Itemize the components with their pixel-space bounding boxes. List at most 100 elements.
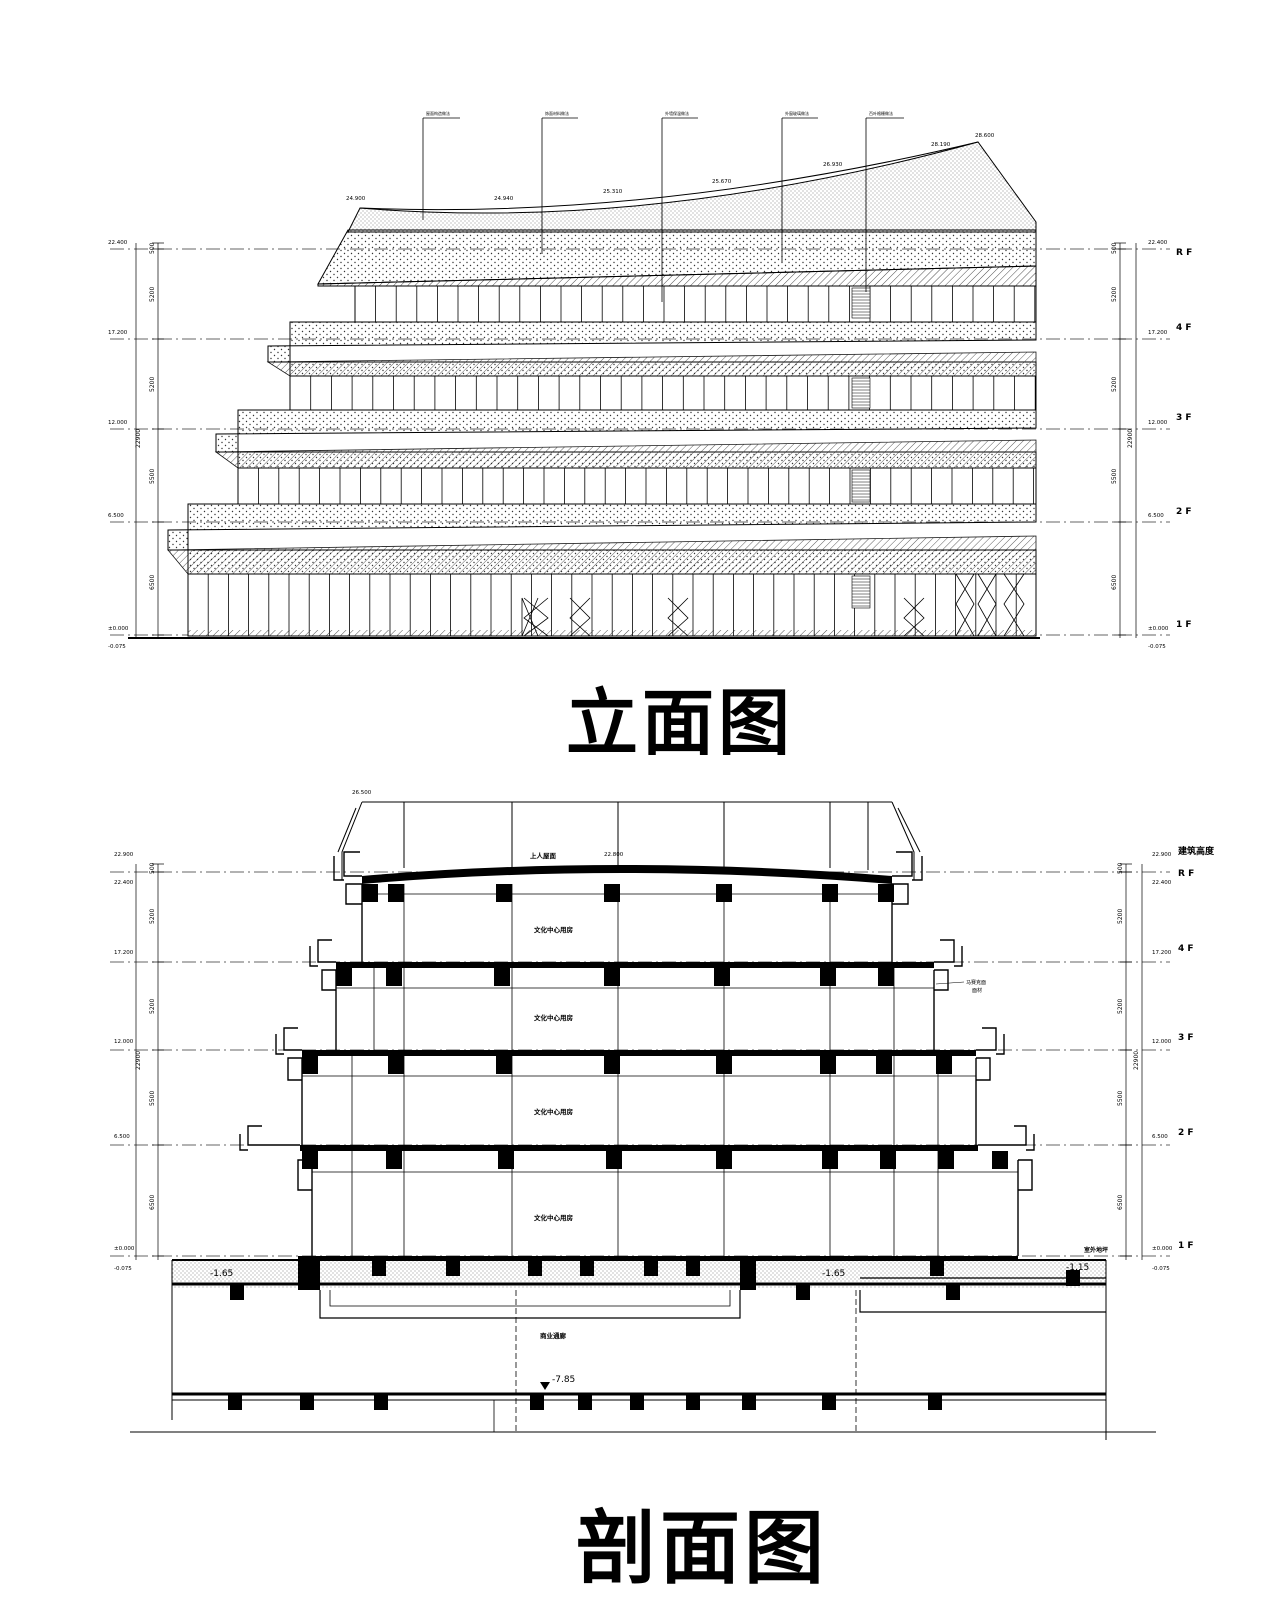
sec-rdim-5500: 5500 <box>1117 1091 1124 1106</box>
elevation-view: 屋面构造做法 饰面材料做法 外墙保温做法 外窗玻璃做法 百叶格栅做法 24.90… <box>108 110 1192 650</box>
roof-point-3: 25.310 <box>603 189 623 195</box>
sec-floor-1f: 1 F <box>1178 1241 1194 1251</box>
basement-column <box>928 1394 942 1410</box>
beam <box>362 884 378 902</box>
sec-floor-3f: 3 F <box>1178 1033 1194 1043</box>
beam <box>498 1151 514 1169</box>
section-walls <box>301 884 1019 1256</box>
sec-right-3f: 12.000 <box>1152 1039 1172 1045</box>
basement-column <box>822 1394 836 1410</box>
beam <box>494 968 510 986</box>
section-title: 剖面图 <box>576 1502 828 1595</box>
el-right-level-4f: 17.200 <box>1148 330 1168 336</box>
beam <box>388 884 404 902</box>
bsmt-level-2: -1.65 <box>822 1269 845 1279</box>
section-left-level-texts: 22.900 22.400 17.200 12.000 6.500 ±0.000… <box>114 852 135 1272</box>
section-right-dim-texts: 500 5200 5200 5500 6500 22900 <box>1117 862 1140 1210</box>
beam <box>938 1151 954 1169</box>
callout-5: 百叶格栅做法 <box>869 110 893 116</box>
basement-column <box>446 1260 460 1276</box>
detail-line-1: 马赛克面 <box>966 979 986 986</box>
bsmt-level-4: -7.85 <box>552 1375 575 1385</box>
detail-line-2: 面材 <box>972 987 982 994</box>
elevation-2f-glazing <box>237 467 1037 505</box>
sec-floor-2f: 2 F <box>1178 1128 1194 1138</box>
el-right-level-3f: 12.000 <box>1148 420 1168 426</box>
el-left-ground: -0.075 <box>108 644 126 650</box>
el-left-level-rf: 22.400 <box>108 240 128 246</box>
elevation-roof-points: 24.900 24.940 25.310 25.670 26.930 28.19… <box>346 133 995 202</box>
sec-dim-6500: 6500 <box>149 1195 156 1210</box>
sec-rdim-5200a: 5200 <box>1117 909 1124 924</box>
sec-left-3f: 12.000 <box>114 1039 134 1045</box>
basement-column <box>230 1284 244 1300</box>
section-detail-note: 马赛克面 面材 <box>966 979 986 994</box>
elevation-title: 立面图 <box>566 681 795 765</box>
section-roof-slab <box>362 865 892 884</box>
el-floor-4f: 4 F <box>1176 323 1192 333</box>
elevation-3f-glazing <box>289 375 1037 411</box>
section-column-lines <box>351 884 939 1256</box>
beam <box>496 884 512 902</box>
el-floor-2f: 2 F <box>1176 507 1192 517</box>
beam <box>820 968 836 986</box>
sec-right-ground: -0.075 <box>1152 1266 1170 1272</box>
sec-dim-5200a: 5200 <box>149 909 156 924</box>
section-beam-lines <box>302 893 1018 1173</box>
sec-left-aux: 22.400 <box>114 880 134 886</box>
beam <box>604 1056 620 1074</box>
section-left-dims <box>135 863 164 1260</box>
roof-point-1: 24.900 <box>346 196 366 202</box>
beam <box>496 1056 512 1074</box>
el-left-level-3f: 12.000 <box>108 420 128 426</box>
section-corridor: 商业通廊 <box>540 1331 567 1340</box>
elevation-floor-labels: R F 4 F 3 F 2 F 1 F <box>1176 248 1192 630</box>
sec-dim-5200b: 5200 <box>149 999 156 1014</box>
el-rdim-5200a: 5200 <box>1111 287 1118 302</box>
basement-column <box>530 1394 544 1410</box>
el-left-level-1f: ±0.000 <box>108 626 129 632</box>
elevation-callout-leaders <box>422 117 904 302</box>
section-outdoor: 室外地坪 <box>1084 1246 1108 1254</box>
el-floor-rf: R F <box>1176 248 1192 258</box>
basement-column <box>630 1394 644 1410</box>
sec-left-rf: 22.900 <box>114 852 134 858</box>
beam <box>992 1151 1008 1169</box>
elevation-left-dims <box>135 242 164 638</box>
sec-right-aux: 22.400 <box>1152 880 1172 886</box>
elevation-left-level-texts: 22.400 17.200 12.000 6.500 ±0.000 -0.075 <box>108 240 129 650</box>
section-room-2f: 文化中心用房 <box>533 1107 574 1116</box>
bsmt-level-3: -1.15 <box>1066 1263 1089 1273</box>
elevation-right-dim-texts: 500 5200 5200 5500 6500 22900 <box>1111 242 1134 590</box>
basement-column <box>580 1260 594 1276</box>
section-room-4f: 文化中心用房 <box>533 925 574 934</box>
elevation-callout-texts: 屋面构造做法 饰面材料做法 外墙保温做法 外窗玻璃做法 百叶格栅做法 <box>426 110 893 116</box>
beam <box>604 968 620 986</box>
roof-point-4: 25.670 <box>712 179 732 185</box>
beam <box>880 1151 896 1169</box>
roof-point-7: 28.600 <box>975 133 995 139</box>
elevation-right-dims <box>1114 242 1137 638</box>
sec-left-4f: 17.200 <box>114 950 134 956</box>
sec-right-1f: ±0.000 <box>1152 1246 1173 1252</box>
sec-left-1f: ±0.000 <box>114 1246 135 1252</box>
beam <box>386 1151 402 1169</box>
sec-right-2f: 6.500 <box>1152 1134 1168 1140</box>
basement-column <box>372 1260 386 1276</box>
beam <box>714 968 730 986</box>
sec-rdim-500: 500 <box>1117 862 1124 874</box>
basement-column <box>930 1260 944 1276</box>
beam <box>336 968 352 986</box>
roof-point-2: 24.940 <box>494 196 514 202</box>
section-basement-levels: -1.65 -1.65 -1.15 -7.85 <box>210 1263 1089 1385</box>
basement-column <box>742 1394 756 1410</box>
callout-4: 外窗玻璃做法 <box>785 110 809 116</box>
section-left-dim-texts: 500 5200 5200 5500 6500 22900 <box>135 862 156 1210</box>
el-right-level-2f: 6.500 <box>1148 513 1164 519</box>
el-rdim-500: 500 <box>1111 242 1118 254</box>
beam <box>820 1056 836 1074</box>
section-basement-columns <box>228 1260 1080 1410</box>
roof-point-5: 26.930 <box>823 162 843 168</box>
basement-column <box>946 1284 960 1300</box>
sec-floor-4f: 4 F <box>1178 944 1194 954</box>
